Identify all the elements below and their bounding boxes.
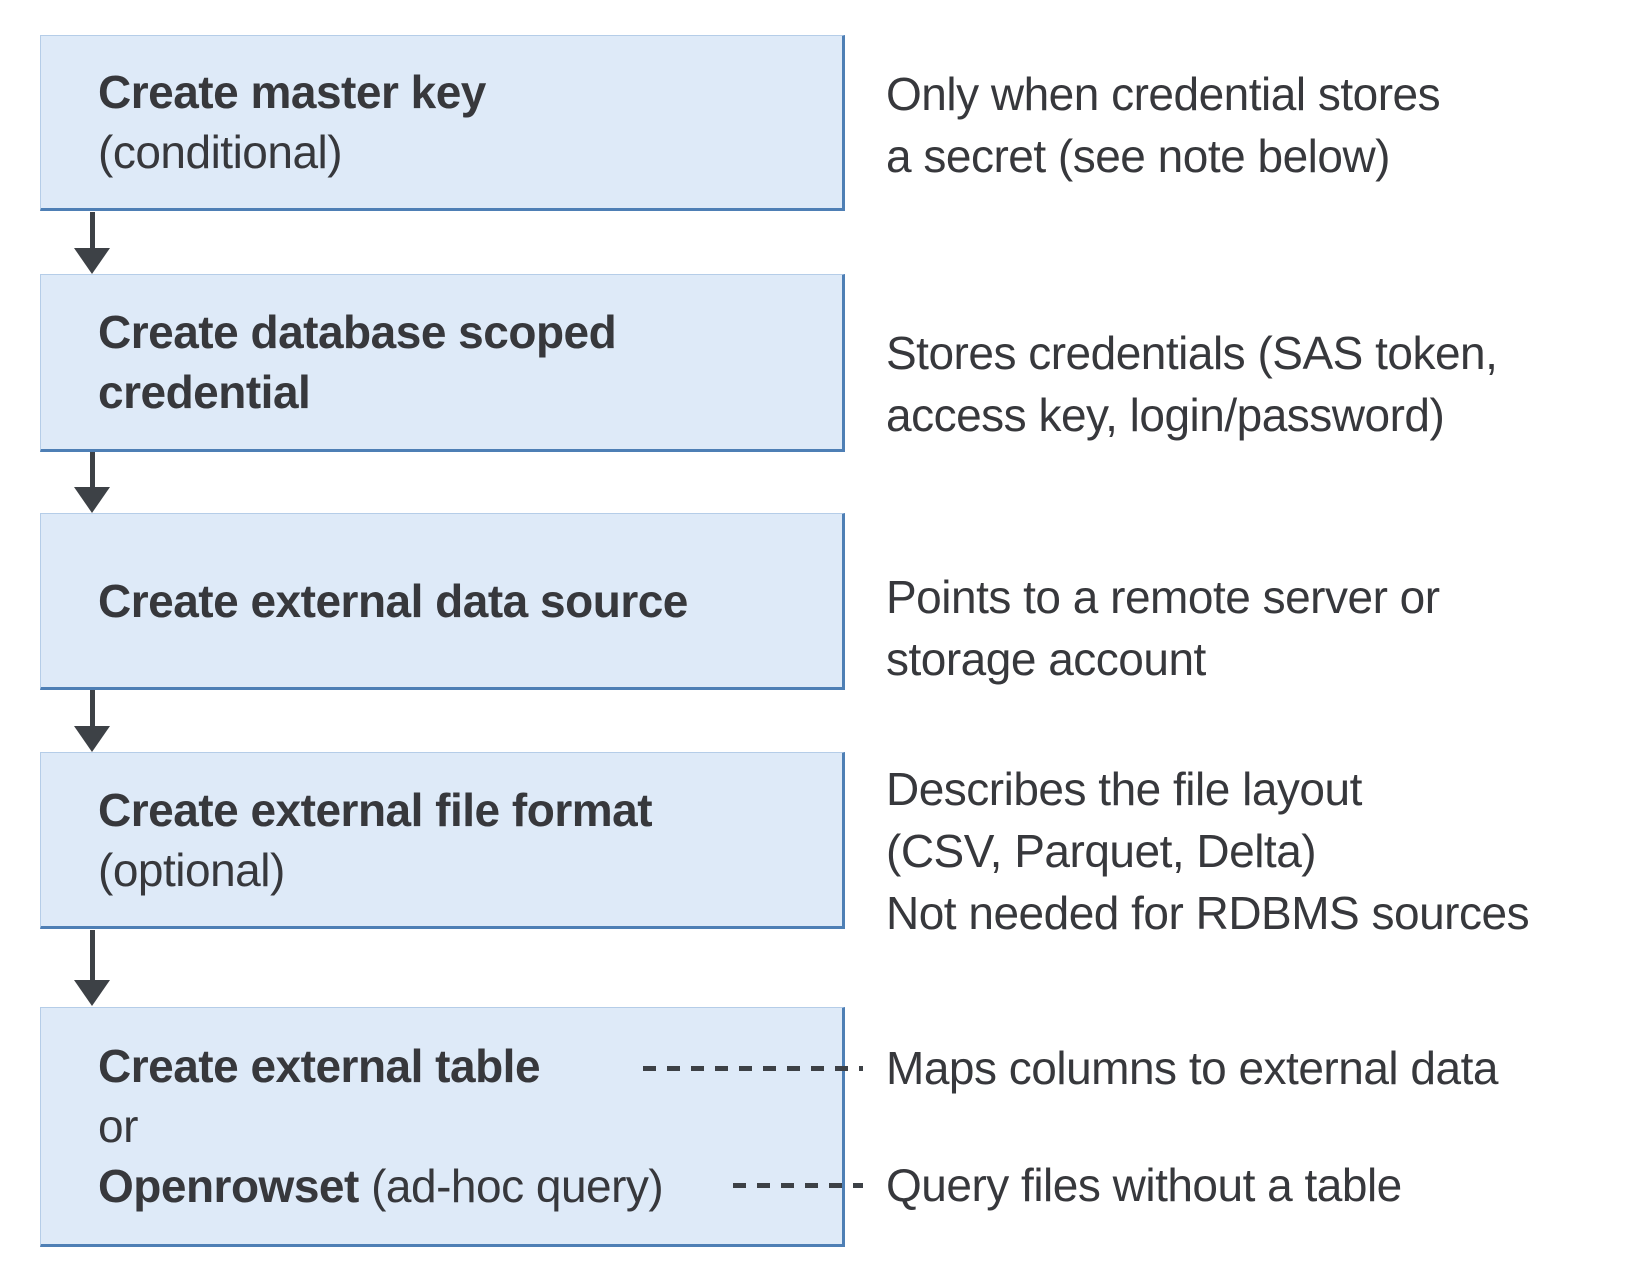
box-line-bold: Create external table xyxy=(98,1040,541,1092)
box-line-regular: (ad-hoc query) xyxy=(358,1160,664,1212)
flow-box-create-database-scoped-credential: Create database scoped credential xyxy=(40,274,845,452)
box-title: Create database scoped credential xyxy=(98,306,617,418)
annotation-external-table: Maps columns to external data xyxy=(886,1042,1498,1094)
dashed-connector-external-table xyxy=(643,1066,863,1071)
annotation-master-key: Only when credential stores a secret (se… xyxy=(886,68,1441,182)
dashed-connector-openrowset xyxy=(733,1183,863,1188)
flow-arrow-1 xyxy=(74,212,110,274)
flow-arrow-3 xyxy=(74,690,110,752)
box-title: Create external data source xyxy=(98,574,688,627)
flow-box-create-external-data-source: Create external data source xyxy=(40,513,845,690)
flow-box-create-external-file-format: Create external file format (optional) xyxy=(40,752,845,929)
arrow-down-icon xyxy=(74,980,110,1006)
annotation-data-source: Points to a remote server or storage acc… xyxy=(886,571,1440,685)
arrow-shaft xyxy=(89,212,95,248)
arrow-shaft xyxy=(89,690,95,726)
box-line-create-external-table: Create external table xyxy=(98,1036,722,1096)
box-line-regular: or xyxy=(98,1100,138,1152)
flow-arrow-4 xyxy=(74,930,110,1006)
annotation-openrowset: Query files without a table xyxy=(886,1159,1402,1211)
box-subtitle: (conditional) xyxy=(98,126,343,178)
box-line-bold: Openrowset xyxy=(98,1160,359,1212)
flow-box-create-master-key: Create master key (conditional) xyxy=(40,35,845,211)
flow-box-create-external-table-or-openrowset: Create external table or Openrowset (ad-… xyxy=(40,1007,845,1247)
box-line-openrowset: Openrowset (ad-hoc query) xyxy=(98,1156,722,1216)
annotation-scoped-credential: Stores credentials (SAS token, access ke… xyxy=(886,327,1498,441)
box-line-or: or xyxy=(98,1096,722,1156)
arrow-shaft xyxy=(89,930,95,980)
arrow-down-icon xyxy=(74,248,110,274)
arrow-down-icon xyxy=(74,487,110,513)
box-title: Create external file format xyxy=(98,783,653,836)
arrow-shaft xyxy=(89,452,95,487)
annotation-file-format: Describes the file layout (CSV, Parquet,… xyxy=(886,763,1530,939)
box-subtitle: (optional) xyxy=(98,843,285,896)
flow-arrow-2 xyxy=(74,452,110,513)
box-title: Create master key xyxy=(98,66,486,118)
arrow-down-icon xyxy=(74,726,110,752)
